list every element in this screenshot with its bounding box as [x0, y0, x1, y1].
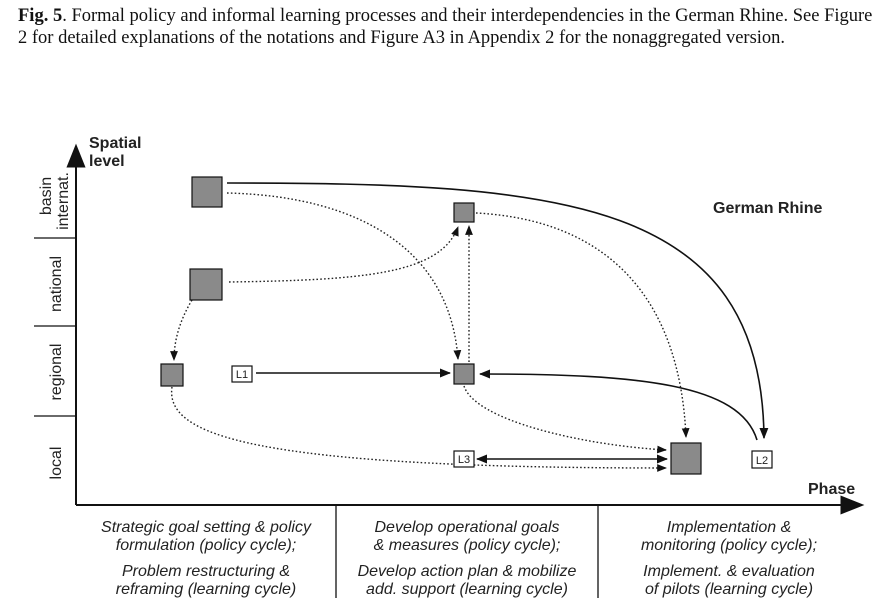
dotted-regional-to-local	[463, 385, 667, 454]
phase-2-description: Develop operational goals & measures (po…	[338, 519, 596, 599]
learning-box-l2	[751, 450, 773, 469]
level-label-internat: internat.	[55, 172, 72, 230]
phase-1-learning-line1: Problem restructuring &	[121, 563, 291, 580]
phase-3-policy-line2: monitoring (policy cycle);	[640, 537, 818, 554]
learning-box-l1-label: L1	[236, 369, 248, 381]
phase-2-policy-line1: Develop operational goals	[374, 519, 560, 536]
level-label-local: local	[48, 447, 65, 480]
phase-3-learning-line2: of pilots (learning cycle)	[644, 581, 814, 598]
level-label-national: national	[48, 256, 65, 312]
x-axis-label: Phase	[808, 481, 855, 498]
figure-caption-text: . Formal policy and informal learning pr…	[18, 6, 873, 48]
phase-2-learning-line1: Develop action plan & mobilize	[357, 563, 577, 580]
figure-label: Fig. 5	[18, 6, 63, 26]
y-axis-label-line1: Spatial	[89, 135, 141, 152]
phase-3-policy-line1: Implementation &	[666, 519, 792, 536]
arrow-basin-to-l2	[226, 182, 769, 440]
policy-box-regional-phase2	[453, 363, 475, 385]
phase-1-policy-line2: formulation (policy cycle);	[115, 537, 297, 554]
learning-box-l1	[231, 365, 253, 383]
dotted-basin-to-local	[475, 212, 690, 438]
learning-box-l2-label: L2	[756, 455, 768, 467]
phase-1-description: Strategic goal setting & policy formulat…	[78, 519, 334, 599]
policy-box-local-phase3	[670, 442, 702, 475]
dotted-national-to-basin	[228, 226, 459, 283]
phase-2-learning-line2: add. support (learning cycle)	[366, 581, 568, 598]
learning-box-l3-label: L3	[458, 454, 470, 466]
level-label-basin: basin	[38, 177, 55, 215]
policy-box-basin-phase1	[191, 176, 223, 208]
phase-1-policy-line1: Strategic goal setting & policy	[101, 519, 311, 536]
phase-2-policy-line2: & measures (policy cycle);	[373, 537, 561, 554]
figure-caption: Fig. 5. Formal policy and informal learn…	[18, 6, 880, 49]
dotted-regional-left-to-local	[170, 386, 667, 472]
policy-box-regional-phase1	[160, 363, 184, 387]
level-label-regional: regional	[48, 344, 65, 401]
y-axis-label-line2: level	[89, 153, 125, 170]
phase-3-learning-line1: Implement. & evaluation	[643, 563, 815, 580]
phase-3-description: Implementation & monitoring (policy cycl…	[600, 519, 858, 599]
policy-box-national-phase1	[189, 268, 223, 301]
learning-box-l3	[453, 450, 475, 468]
diagram-title: German Rhine	[713, 200, 822, 217]
phase-1-learning-line2: reframing (learning cycle)	[115, 581, 297, 598]
arrow-l2-to-regional	[478, 369, 758, 441]
policy-box-basin-phase2	[453, 202, 475, 223]
dotted-basin-to-regional	[226, 192, 462, 360]
dotted-national-to-regional	[170, 299, 193, 361]
